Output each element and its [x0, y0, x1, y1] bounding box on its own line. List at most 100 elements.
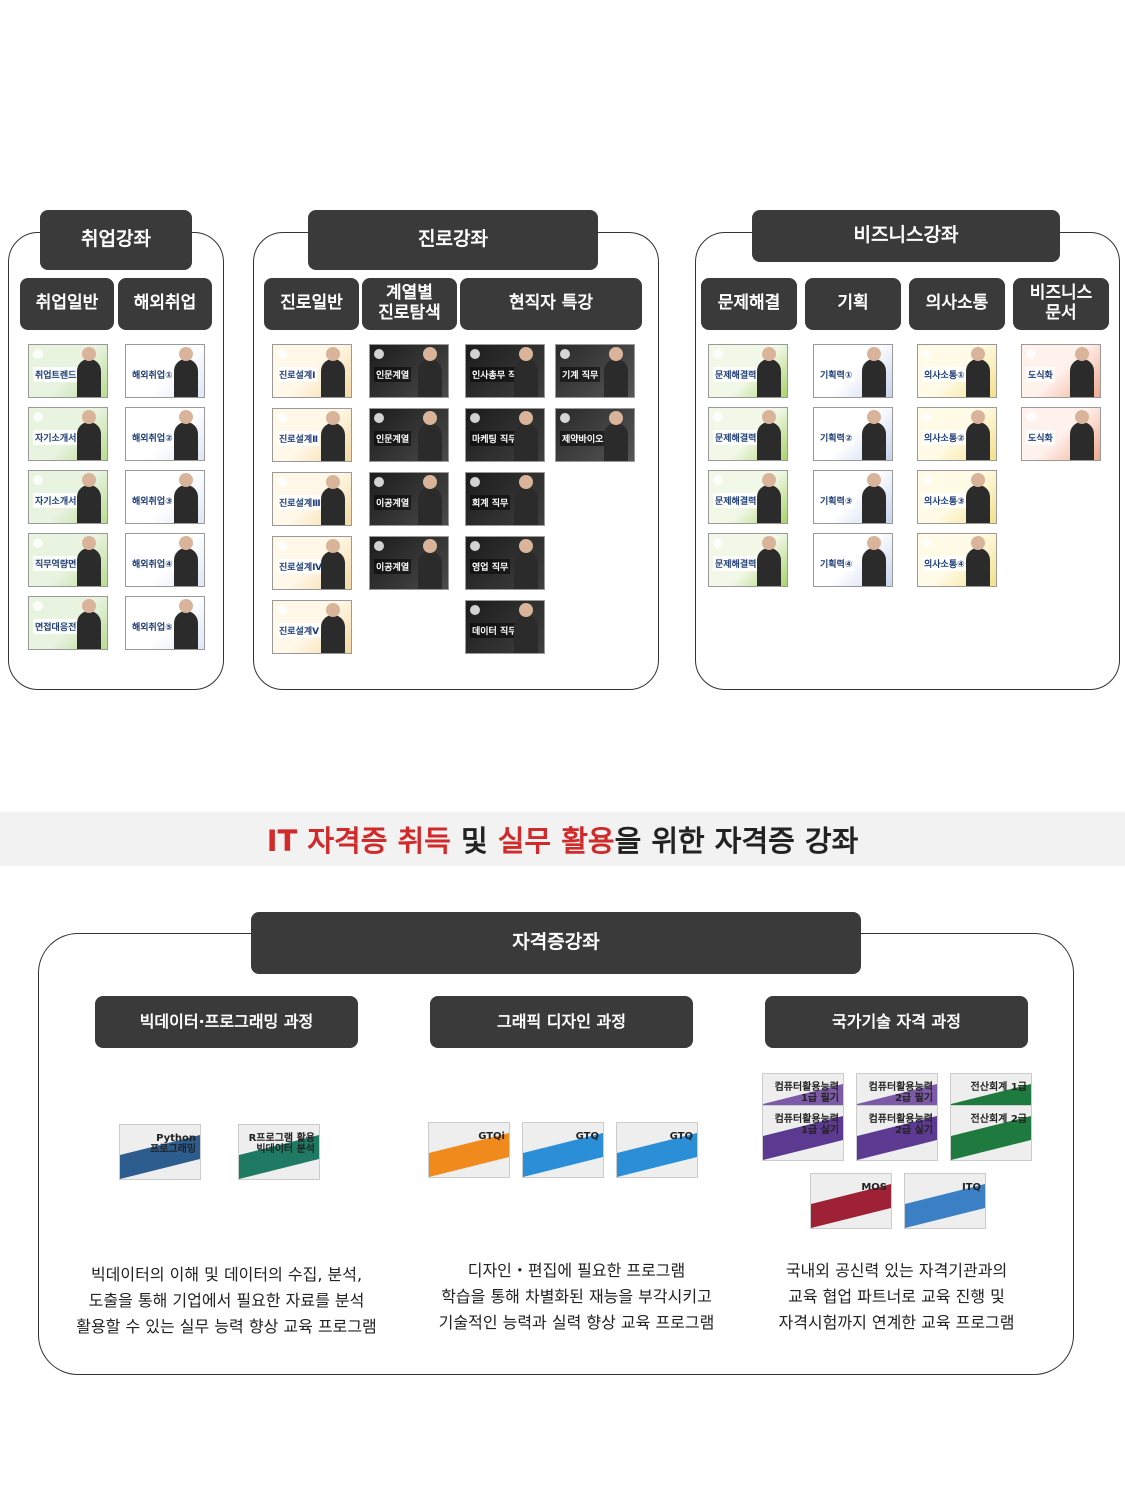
- lecture-thumbnail[interactable]: 기획력②: [813, 407, 893, 461]
- lecture-title: 해외취업③: [130, 493, 175, 508]
- instructor-photo: [862, 347, 886, 397]
- lecture-thumbnail[interactable]: 진로설계Ⅴ: [272, 600, 352, 654]
- career-lecture-title: 진로강좌: [308, 210, 598, 270]
- lecture-thumbnail[interactable]: 문제해결력③: [708, 470, 788, 524]
- lecture-thumbnail[interactable]: 도식화: [1021, 344, 1101, 398]
- banner-text-rest: 을 위한 자격증 강좌: [614, 824, 859, 858]
- lecture-title: 해외취업④: [130, 556, 175, 571]
- lecture-thumbnail[interactable]: 이공계열: [369, 472, 449, 526]
- lecture-title: 문제해결력①: [713, 367, 767, 382]
- certificate-book-thumbnail[interactable]: GTQ: [616, 1122, 698, 1178]
- logo-icon: [130, 475, 140, 485]
- tab-career-general[interactable]: 진로일반: [264, 278, 359, 330]
- lecture-thumbnail[interactable]: 자기소개서②: [28, 470, 108, 524]
- lecture-thumbnail[interactable]: 회계 직무: [465, 472, 545, 526]
- lecture-thumbnail[interactable]: 기계 직무: [555, 344, 635, 398]
- logo-icon: [713, 475, 723, 485]
- course-bigdata-programming[interactable]: 빅데이터·프로그래밍 과정: [95, 996, 358, 1048]
- instructor-photo: [77, 599, 101, 649]
- lecture-title: 문제해결력④: [713, 556, 767, 571]
- lecture-thumbnail[interactable]: 의사소통③: [917, 470, 997, 524]
- book-title: 전산회계 1급: [970, 1082, 1027, 1093]
- tab-biz-documents[interactable]: 비즈니스 문서: [1013, 278, 1109, 330]
- lecture-thumbnail[interactable]: 기획력③: [813, 470, 893, 524]
- lecture-thumbnail[interactable]: 제약바이오 직무: [555, 408, 635, 462]
- lecture-thumbnail[interactable]: 기획력①: [813, 344, 893, 398]
- tab-career-expert[interactable]: 현직자 특강: [460, 278, 642, 330]
- course-national-tech[interactable]: 국가기술 자격 과정: [765, 996, 1028, 1048]
- tab-job-overseas[interactable]: 해외취업: [118, 278, 212, 330]
- lecture-thumbnail[interactable]: 문제해결력④: [708, 533, 788, 587]
- instructor-photo: [174, 347, 198, 397]
- logo-icon: [1026, 349, 1036, 359]
- tab-biz-communication[interactable]: 의사소통: [909, 278, 1005, 330]
- lecture-thumbnail[interactable]: 취업트렌드: [28, 344, 108, 398]
- lecture-thumbnail[interactable]: 문제해결력②: [708, 407, 788, 461]
- lecture-thumbnail[interactable]: 진로설계Ⅰ: [272, 344, 352, 398]
- lecture-thumbnail[interactable]: 해외취업⑤: [125, 596, 205, 650]
- lecture-title: 해외취업⑤: [130, 619, 175, 634]
- lecture-thumbnail[interactable]: 의사소통④: [917, 533, 997, 587]
- lecture-thumbnail[interactable]: 면접대응전략: [28, 596, 108, 650]
- instructor-photo: [757, 410, 781, 460]
- lecture-thumbnail[interactable]: 자기소개서①: [28, 407, 108, 461]
- lecture-thumbnail[interactable]: 문제해결력①: [708, 344, 788, 398]
- tab-biz-planning[interactable]: 기획: [805, 278, 901, 330]
- lecture-title: 자기소개서②: [33, 493, 87, 508]
- lecture-thumbnail[interactable]: 이공계열: [369, 536, 449, 590]
- certificate-book-thumbnail[interactable]: 전산회계 2급: [950, 1105, 1032, 1161]
- lecture-thumbnail[interactable]: 도식화: [1021, 407, 1101, 461]
- certificate-book-thumbnail[interactable]: Python 프로그래밍: [119, 1124, 201, 1180]
- logo-icon: [1026, 412, 1036, 422]
- instructor-photo: [321, 603, 345, 653]
- lecture-thumbnail[interactable]: 해외취업④: [125, 533, 205, 587]
- certificate-book-thumbnail[interactable]: MOS: [810, 1173, 892, 1229]
- certificate-book-thumbnail[interactable]: R프로그램 활용 빅데이터 분석: [238, 1124, 320, 1180]
- lecture-title: 의사소통③: [922, 493, 967, 508]
- lecture-thumbnail[interactable]: 영업 직무: [465, 536, 545, 590]
- certificate-book-thumbnail[interactable]: 컴퓨터활용능력 2급 실기: [856, 1105, 938, 1161]
- lecture-thumbnail[interactable]: 진로설계Ⅱ: [272, 408, 352, 462]
- logo-icon: [818, 475, 828, 485]
- lecture-title: 직무역량면접: [33, 556, 87, 571]
- logo-icon: [374, 477, 384, 487]
- lecture-thumbnail[interactable]: 해외취업②: [125, 407, 205, 461]
- instructor-photo: [862, 473, 886, 523]
- instructor-photo: [966, 473, 990, 523]
- certificate-book-thumbnail[interactable]: GTQi: [428, 1122, 510, 1178]
- lecture-thumbnail[interactable]: 의사소통②: [917, 407, 997, 461]
- tab-career-field[interactable]: 계열별 진로탐색: [362, 278, 457, 330]
- course-graphic-design[interactable]: 그래픽 디자인 과정: [430, 996, 693, 1048]
- lecture-title: 도식화: [1026, 367, 1055, 382]
- lecture-title: 자기소개서①: [33, 430, 87, 445]
- tab-job-general[interactable]: 취업일반: [20, 278, 114, 330]
- lecture-title: 진로설계Ⅳ: [277, 559, 325, 574]
- lecture-thumbnail[interactable]: 직무역량면접: [28, 533, 108, 587]
- lecture-thumbnail[interactable]: 해외취업①: [125, 344, 205, 398]
- certificate-book-thumbnail[interactable]: GTQ: [522, 1122, 604, 1178]
- job-lecture-title: 취업강좌: [40, 210, 192, 270]
- lecture-thumbnail[interactable]: 마케팅 직무: [465, 408, 545, 462]
- logo-icon: [130, 412, 140, 422]
- instructor-photo: [966, 347, 990, 397]
- business-lecture-title: 비즈니스강좌: [752, 210, 1060, 262]
- lecture-thumbnail[interactable]: 인문계열: [369, 408, 449, 462]
- lecture-thumbnail[interactable]: 인문계열: [369, 344, 449, 398]
- certificate-book-thumbnail[interactable]: ITQ: [904, 1173, 986, 1229]
- lecture-thumbnail[interactable]: 데이터 직무: [465, 600, 545, 654]
- lecture-thumbnail[interactable]: 기획력④: [813, 533, 893, 587]
- lecture-thumbnail[interactable]: 인사총무 직무: [465, 344, 545, 398]
- lecture-title: 데이터 직무: [470, 623, 519, 638]
- lecture-thumbnail[interactable]: 의사소통①: [917, 344, 997, 398]
- lecture-thumbnail[interactable]: 해외취업③: [125, 470, 205, 524]
- instructor-photo: [514, 411, 538, 461]
- lecture-title: 진로설계Ⅰ: [277, 367, 318, 382]
- book-title: Python 프로그래밍: [150, 1133, 196, 1155]
- lecture-title: 취업트렌드: [33, 367, 79, 382]
- lecture-thumbnail[interactable]: 진로설계Ⅳ: [272, 536, 352, 590]
- lecture-thumbnail[interactable]: 진로설계Ⅲ: [272, 472, 352, 526]
- logo-icon: [713, 538, 723, 548]
- certificate-book-thumbnail[interactable]: 컴퓨터활용능력 1급 실기: [762, 1105, 844, 1161]
- tab-biz-problem[interactable]: 문제해결: [701, 278, 797, 330]
- book-title: GTQ: [669, 1131, 693, 1142]
